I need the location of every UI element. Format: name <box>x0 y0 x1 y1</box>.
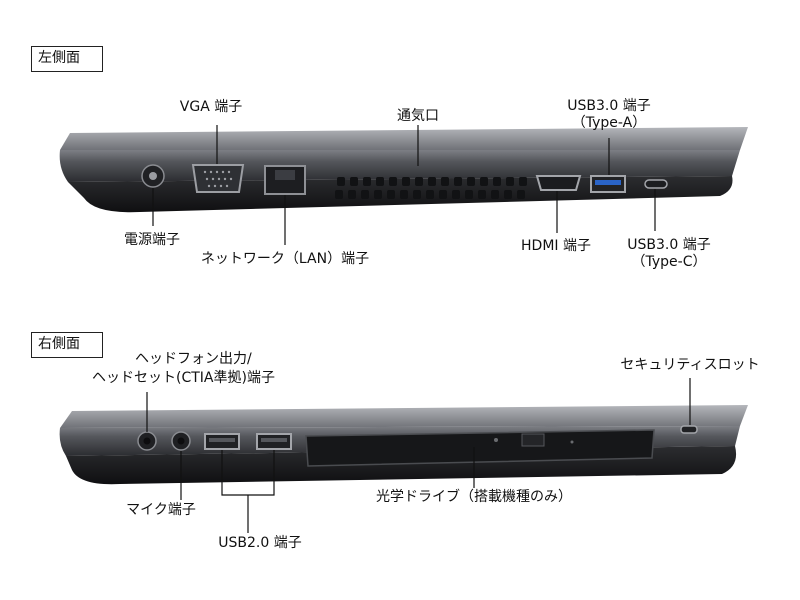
vga-label: VGA 端子 <box>179 99 243 115</box>
vent-slot <box>387 190 395 199</box>
vent-slot <box>337 177 345 186</box>
vent-slot <box>517 190 525 199</box>
vent-slot <box>491 190 499 199</box>
usb30-typec-port <box>644 179 668 189</box>
vent-slot <box>413 190 421 199</box>
security-slot <box>680 425 698 434</box>
left-side-title: 左側面 <box>31 46 103 72</box>
right-side-title: 右側面 <box>31 332 103 358</box>
vent-slot <box>400 190 408 199</box>
usb30-typea-label-line2: （Type-A） <box>571 115 647 131</box>
usb20-label: USB2.0 端子 <box>218 535 302 551</box>
vent-slot <box>506 177 514 186</box>
hdmi-label: HDMI 端子 <box>521 238 591 254</box>
vent-slot <box>335 190 343 199</box>
vent-label: 通気口 <box>397 108 439 124</box>
right-lid <box>60 405 748 428</box>
vent-slot <box>402 177 410 186</box>
lan-label: ネットワーク（LAN）端子 <box>200 251 370 267</box>
vent-slot <box>350 177 358 186</box>
vent-slot <box>493 177 501 186</box>
vent-slot <box>439 190 447 199</box>
vent-slot <box>478 190 486 199</box>
vent-slot <box>426 190 434 199</box>
vent-grille <box>335 177 527 199</box>
vent-slot <box>428 177 436 186</box>
mic-label: マイク端子 <box>126 502 196 518</box>
vent-slot <box>454 177 462 186</box>
optical-drive-label: 光学ドライブ（搭載機種のみ） <box>376 489 572 505</box>
vent-slot <box>361 190 369 199</box>
vent-slot <box>389 177 397 186</box>
power-label: 電源端子 <box>124 232 180 248</box>
vent-slot <box>452 190 460 199</box>
usb30-typec-label-line2: （Type-C） <box>631 254 707 270</box>
usb30-typec-label-line1: USB3.0 端子 <box>627 237 711 253</box>
vent-slot <box>480 177 488 186</box>
vent-slot <box>376 177 384 186</box>
headphone-label-line1: ヘッドフォン出力/ <box>135 351 252 367</box>
left-lid <box>60 127 748 150</box>
vent-slot <box>441 177 449 186</box>
optical-drive <box>305 429 655 467</box>
vent-slot <box>374 190 382 199</box>
vent-slot <box>519 177 527 186</box>
vent-slot <box>415 177 423 186</box>
vent-slot <box>465 190 473 199</box>
security-slot-label: セキュリティスロット <box>620 357 760 373</box>
headphone-label-line2: ヘッドセット(CTIA準拠)端子 <box>92 370 275 386</box>
vent-slot <box>363 177 371 186</box>
usb30-typea-label-line1: USB3.0 端子 <box>567 98 651 114</box>
vent-slot <box>504 190 512 199</box>
vent-slot <box>348 190 356 199</box>
hdmi-port <box>535 175 582 191</box>
vent-slot <box>467 177 475 186</box>
